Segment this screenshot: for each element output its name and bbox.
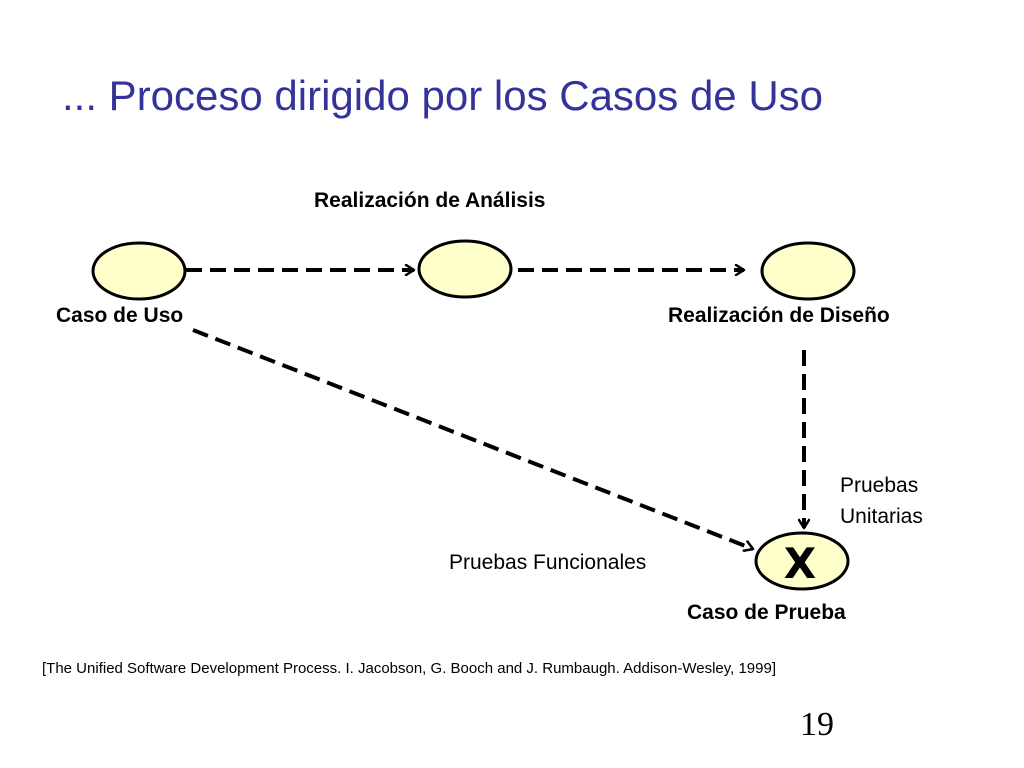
unit-tests-label-line2: Unitarias (840, 505, 923, 528)
arrow-use-case-to-test-case (192, 328, 753, 549)
test-case-mark: X (784, 539, 816, 588)
use-case-node (91, 241, 187, 301)
page-number: 19 (800, 706, 834, 743)
analysis-realization-label: Realización de Análisis (314, 189, 546, 212)
use-case-label: Caso de Uso (56, 304, 184, 327)
test-case-node (754, 531, 850, 591)
unit-tests-label-line1: Pruebas (840, 474, 919, 497)
analysis-realization-node (417, 239, 513, 299)
functional-tests-label: Pruebas Funcionales (449, 551, 647, 574)
slide-title: ... Proceso dirigido por los Casos de Us… (62, 72, 824, 119)
design-realization-label: Realización de Diseño (668, 304, 890, 327)
design-realization-node (760, 241, 856, 301)
citation: [The Unified Software Development Proces… (42, 660, 777, 677)
test-case-label: Caso de Prueba (687, 601, 846, 624)
